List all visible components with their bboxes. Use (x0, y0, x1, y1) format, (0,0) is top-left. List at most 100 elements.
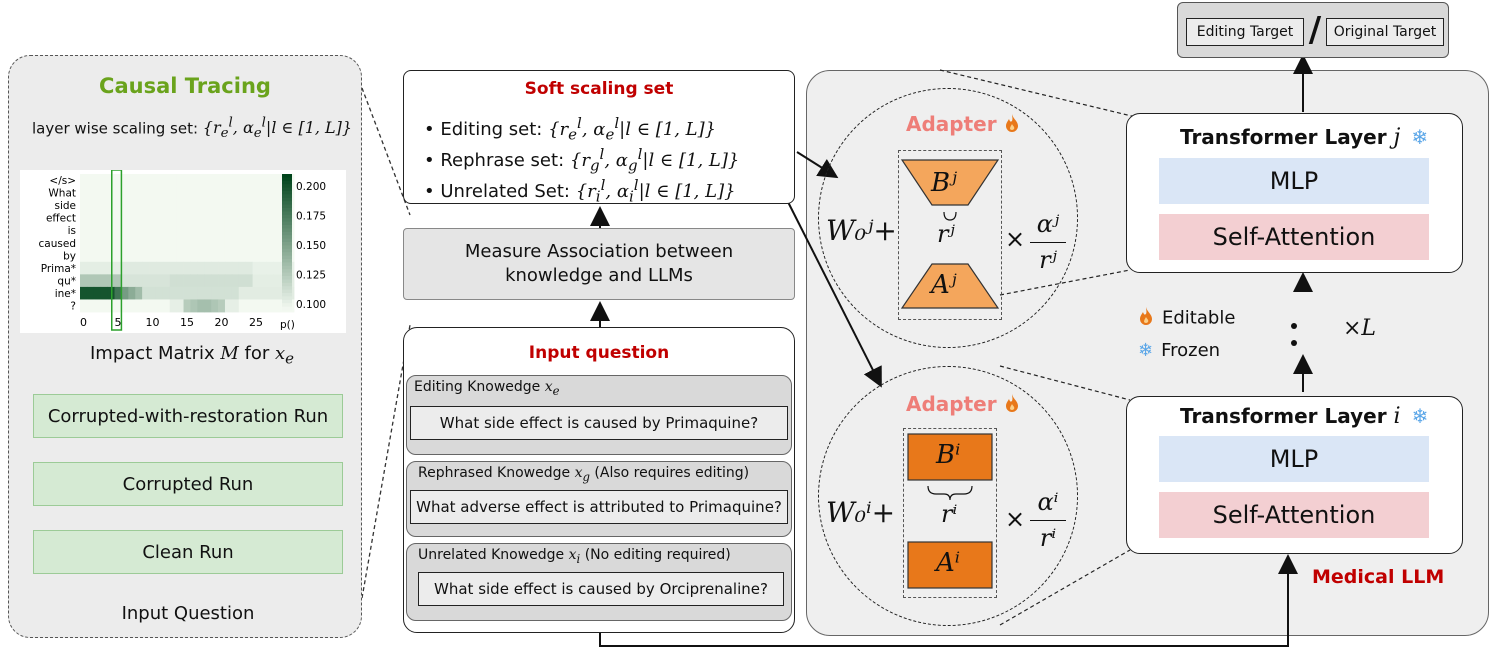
heatmap-row-label: by (63, 250, 76, 262)
heatmap-cell (169, 286, 178, 300)
heatmap-cell (245, 236, 253, 250)
heatmap-cell (142, 224, 150, 238)
heatmap-cell (273, 261, 281, 275)
heatmap-cell (162, 211, 171, 225)
colorbar-segment (282, 248, 292, 253)
heatmap-cell (266, 236, 274, 250)
heatmap-cell (211, 199, 219, 213)
heatmap-cell (162, 236, 171, 250)
heatmap-cell (218, 186, 226, 200)
colorbar-segment (282, 204, 292, 209)
layer-i-title: Transformer Layer i ❄ (1180, 404, 1428, 429)
unrelated-set-math: {ril, αil|l ∈ [1, L]} (575, 176, 736, 206)
colorbar-label: p() (280, 319, 295, 331)
adapter-bottom-frame (903, 428, 997, 598)
w-bottom-label: W₀ⁱ+ (826, 496, 896, 529)
heatmap-cell (121, 224, 129, 238)
heatmap-cell (224, 286, 233, 300)
legend-editable-text: Editable (1162, 307, 1236, 329)
heatmap-cell (142, 286, 150, 300)
heatmap-cell (162, 174, 171, 187)
heatmap-cell (149, 224, 157, 238)
layer-i-var: i (1393, 404, 1401, 429)
colorbar-segment (282, 191, 292, 195)
heatmap-cell (273, 174, 281, 187)
heatmap-cell (162, 299, 171, 313)
heatmap-x-tick: 25 (249, 316, 263, 329)
heatmap-cell (218, 286, 226, 300)
target-slash: / (1308, 10, 1322, 50)
heatmap-cell (211, 286, 219, 300)
impact-matrix-text: Impact Matrix M for xe (90, 343, 295, 368)
heatmap-cell (183, 211, 191, 225)
heatmap-cell (231, 299, 240, 313)
heatmap-cell (128, 224, 136, 238)
heatmap-cell (100, 274, 109, 288)
heatmap-cell (190, 261, 198, 275)
heatmap-cell (114, 186, 122, 200)
heatmap-cell (190, 211, 198, 225)
heatmap-cell (197, 186, 205, 200)
layer-scaling-text: layer wise scaling set: (32, 119, 199, 138)
heatmap-cell (149, 299, 157, 313)
heatmap-cell (169, 249, 178, 263)
heatmap-cell (135, 199, 143, 213)
soft-scaling-box (403, 70, 795, 204)
heatmap-cell (80, 186, 88, 200)
heatmap-cell (183, 224, 191, 238)
editing-knowledge-text: Editing Knowedge xe (414, 379, 560, 398)
heatmap-cell (266, 249, 274, 263)
heatmap-cell (169, 174, 178, 187)
adapter-bottom-circle (818, 366, 1078, 626)
heatmap-cell (238, 186, 247, 200)
original-target: Original Target (1326, 18, 1444, 46)
editing-knowledge-label: Editing Knowedge xe (414, 379, 560, 398)
colorbar-segment (282, 221, 292, 226)
heatmap-cell (135, 249, 143, 263)
colorbar-tick: 0.150 (296, 240, 326, 252)
heatmap-cell (183, 261, 191, 275)
r-den-top: rʲ (1039, 246, 1057, 274)
heatmap-cell (204, 186, 212, 200)
layer-i-title-text: Transformer Layer (1180, 404, 1387, 428)
heatmap-cell (231, 274, 240, 288)
colorbar-segment (282, 306, 292, 311)
heatmap-cell (211, 274, 219, 288)
heatmap-cell (273, 299, 281, 313)
heatmap-cell (259, 211, 267, 225)
colorbar-segment (282, 279, 292, 284)
heatmap-cell (114, 211, 122, 225)
colorbar-segment (282, 303, 292, 308)
adapter-top-title-text: Adapter (906, 112, 997, 136)
heatmap-cell (176, 299, 184, 313)
heatmap-cell (197, 261, 205, 275)
heatmap-cell (197, 224, 205, 238)
heatmap-row-label: ? (70, 300, 76, 312)
heatmap-cell (224, 274, 233, 288)
heatmap-cell (169, 211, 178, 225)
heatmap-cell (93, 174, 102, 187)
heatmap-cell (252, 224, 260, 238)
heatmap-cell (142, 199, 150, 213)
heatmap-cell (259, 174, 267, 187)
heatmap-cell (183, 286, 191, 300)
heatmap-cell (100, 224, 109, 238)
heatmap-cell (273, 249, 281, 263)
heatmap-cell (259, 261, 267, 275)
clean-run: Clean Run (33, 530, 343, 574)
heatmap-cell (121, 174, 129, 187)
heatmap-cell (142, 174, 150, 187)
heatmap-cell (197, 211, 205, 225)
heatmap-cell (86, 274, 95, 288)
heatmap-cell (86, 211, 95, 225)
colorbar-tick: 0.100 (296, 299, 326, 311)
heatmap-cell (121, 261, 129, 275)
times-top: × (1005, 225, 1026, 253)
heatmap-cell (128, 274, 136, 288)
heatmap-cell (169, 186, 178, 200)
heatmap-cell (114, 199, 122, 213)
heatmap-cell (204, 211, 212, 225)
colorbar-tick: 0.125 (296, 270, 326, 282)
heatmap-cell (218, 211, 226, 225)
